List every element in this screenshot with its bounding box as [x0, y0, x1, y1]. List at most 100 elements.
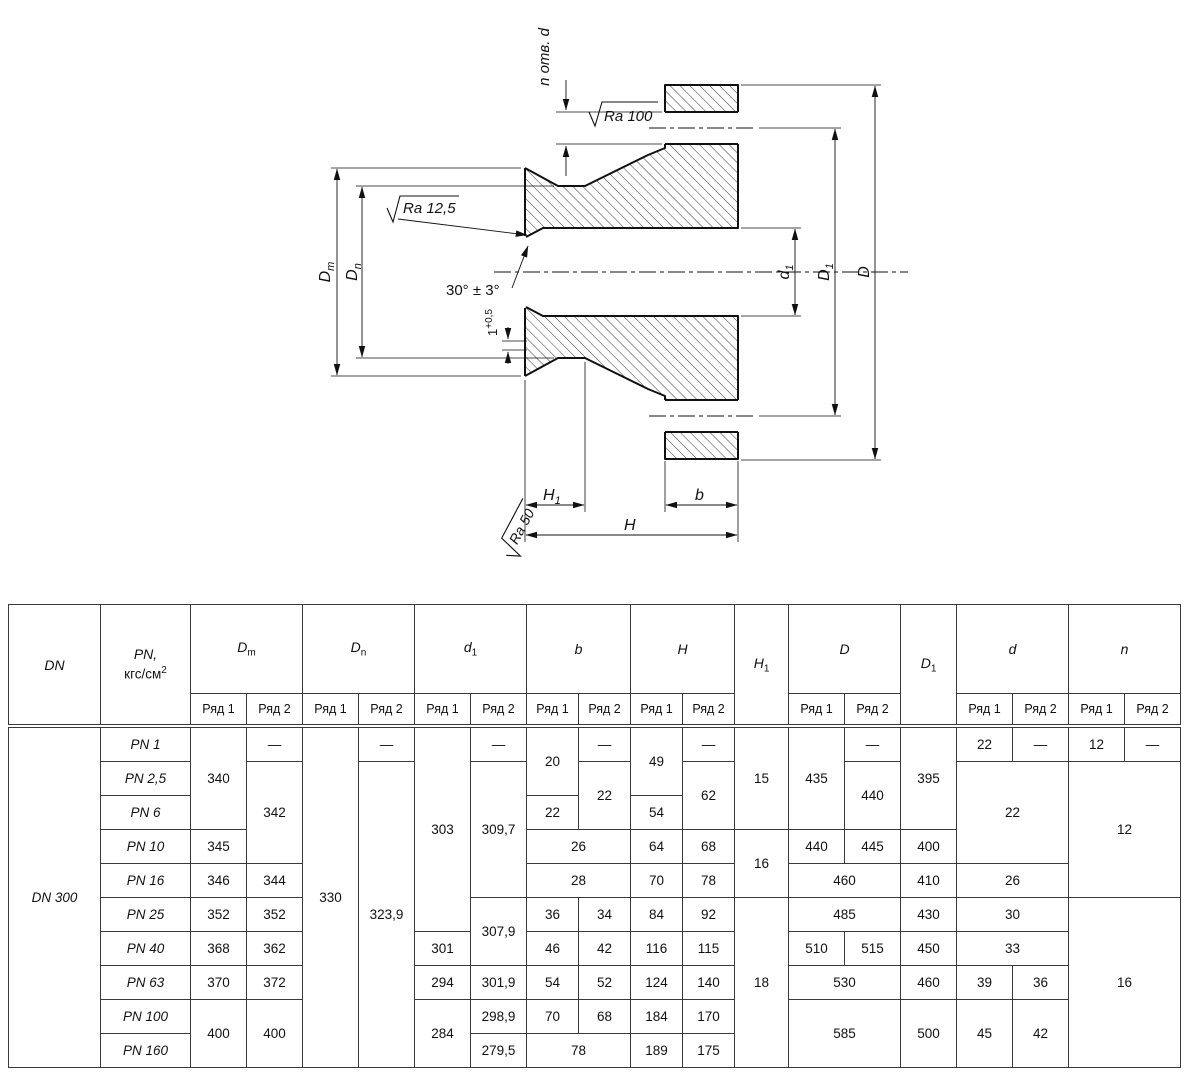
- table-cell: 515: [844, 931, 902, 966]
- table-cell: 64: [630, 829, 684, 864]
- table-cell: 62: [682, 761, 736, 830]
- sub-header-ryad2: Ряд 2: [358, 693, 415, 728]
- table-cell: 323,9: [358, 761, 415, 1068]
- table-cell: 301,9: [469, 965, 528, 1000]
- row-header-pn: PN 100: [100, 999, 191, 1034]
- table-cell: 70: [630, 863, 684, 898]
- drawing-labels: n отв. d Ra 100 Ra 12,5 Ra 50 30° ± 3° 1…: [317, 27, 873, 557]
- table-cell: 36: [526, 897, 580, 932]
- table-cell: 301: [414, 931, 471, 966]
- col-header-bigd1: D1: [900, 604, 958, 728]
- table-cell: 395: [900, 725, 958, 830]
- table-cell: 440: [788, 829, 846, 864]
- table-cell: 170: [682, 999, 736, 1034]
- col-header-h1: H1: [734, 604, 790, 728]
- col-header-b: b: [526, 604, 632, 694]
- table-cell: 116: [630, 931, 684, 966]
- table-cell: —: [246, 725, 303, 762]
- col-header-pn: PN,кгс/см2: [100, 604, 191, 728]
- table-cell: 400: [246, 999, 303, 1068]
- table-cell: 307,9: [469, 897, 528, 966]
- table-cell: 510: [788, 931, 846, 966]
- row-header-pn: PN 10: [100, 829, 191, 864]
- table-cell: 372: [246, 965, 303, 1000]
- flange-dimensions-table: DN PN,кгс/см2 Dm Dn d1 b H H1 D D1 d n Р…: [8, 604, 1182, 1068]
- col-header-d: d: [956, 604, 1070, 694]
- col-header-dn: DN: [8, 604, 101, 728]
- roughness-icon: [588, 101, 658, 128]
- table-row: PN 6 22 54: [9, 795, 1181, 830]
- sub-header-ryad2: Ряд 2: [469, 693, 528, 728]
- table-cell: 28: [526, 863, 632, 898]
- table-cell: 345: [190, 829, 247, 864]
- table-cell: 115: [682, 931, 736, 966]
- row-header-pn: PN 40: [100, 931, 191, 966]
- table-row: PN 100 400 400 284 298,9 70 68 184 170 5…: [9, 999, 1181, 1068]
- label-h: H: [624, 517, 636, 534]
- col-header-dn-neck: Dn: [302, 604, 415, 694]
- table-cell: 284: [414, 999, 471, 1068]
- table-cell: 49: [630, 725, 684, 796]
- table-cell: 400: [900, 829, 958, 864]
- table-cell: 30: [956, 897, 1070, 932]
- sub-header-ryad1: Ряд 1: [630, 693, 684, 728]
- sub-header-ryad2: Ряд 2: [578, 693, 632, 728]
- flange-drawing-svg: n отв. d Ra 100 Ra 12,5 Ra 50 30° ± 3° 1…: [317, 27, 908, 557]
- table-cell: 26: [526, 829, 632, 864]
- table-cell: 52: [578, 965, 632, 1000]
- sub-header-ryad1: Ряд 1: [302, 693, 359, 728]
- row-header-pn: PN 63: [100, 965, 191, 1000]
- roughness-icon: [386, 195, 459, 224]
- table-cell: 362: [246, 931, 303, 966]
- table-cell: 175: [682, 1033, 736, 1068]
- table-row: PN 2,5 342 323,9 309,7 22 62 440 22 12: [9, 761, 1182, 1068]
- table-cell: 16: [1068, 897, 1182, 1068]
- table-cell: —: [358, 725, 415, 762]
- table-cell: 352: [190, 897, 247, 932]
- table-cell: 16: [734, 829, 790, 898]
- table-cell: 42: [1012, 999, 1070, 1068]
- table-cell: 184: [630, 999, 684, 1034]
- sub-header-ryad1: Ряд 1: [1068, 693, 1126, 728]
- table-row: PN 63 370 372 294 301,9 54 52 124 140 53…: [9, 965, 1181, 1000]
- section-hatch: [525, 85, 739, 459]
- row-header-pn: PN 25: [100, 897, 191, 932]
- col-header-h: H: [630, 604, 736, 694]
- cell-dn-value: DN 300: [8, 725, 101, 1068]
- table-cell: 124: [630, 965, 684, 1000]
- table-cell: 500: [900, 999, 958, 1068]
- table-cell: 22: [578, 761, 632, 830]
- table-cell: 330: [302, 725, 359, 1068]
- table-cell: 84: [630, 897, 684, 932]
- table-cell: 92: [682, 897, 736, 932]
- table-cell: 309,7: [469, 761, 528, 898]
- table-cell: 450: [900, 931, 958, 966]
- table-cell: 36: [1012, 965, 1070, 1000]
- label-bigd1: D1: [816, 263, 836, 281]
- table-cell: —: [1124, 725, 1182, 762]
- table-cell: 346: [190, 863, 247, 898]
- table-cell: 15: [734, 725, 790, 830]
- label-root-face: 1+0,5: [484, 309, 500, 336]
- table-cell: 45: [956, 999, 1014, 1068]
- label-angle: 30° ± 3°: [446, 282, 500, 299]
- table-cell: —: [682, 725, 736, 762]
- table-cell: 20: [526, 725, 580, 796]
- table-cell: 294: [414, 965, 471, 1000]
- table-cell: 46: [526, 931, 580, 966]
- dimension-lines: [333, 80, 879, 539]
- label-b: b: [695, 487, 704, 504]
- label-ra50: Ra 50: [506, 506, 538, 547]
- table-cell: 42: [578, 931, 632, 966]
- table-cell: 585: [788, 999, 902, 1068]
- table-row: PN 25 352 352 307,9 36 34 84 92 18 485 4…: [9, 897, 1182, 1068]
- table-cell: 440: [844, 761, 902, 830]
- table-cell: 430: [900, 897, 958, 932]
- table-cell: 279,5: [469, 1033, 528, 1068]
- table-cell: 435: [788, 725, 846, 830]
- roughness-symbols: [386, 101, 658, 224]
- row-header-pn: PN 160: [100, 1033, 191, 1068]
- table-cell: 33: [956, 931, 1070, 966]
- table-cell: 298,9: [469, 999, 528, 1034]
- extension-lines: [331, 84, 881, 542]
